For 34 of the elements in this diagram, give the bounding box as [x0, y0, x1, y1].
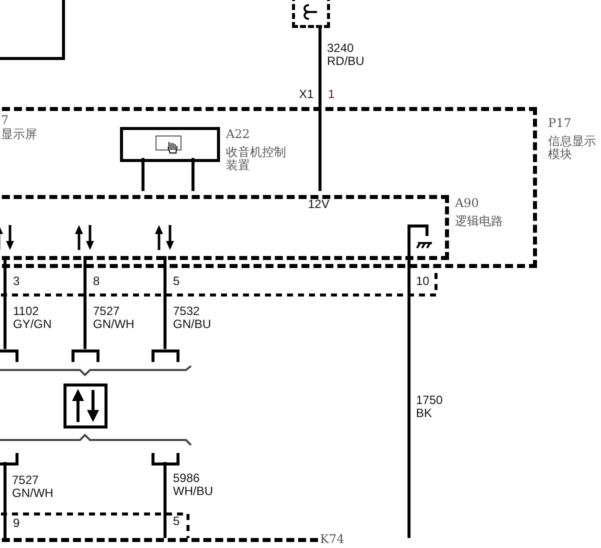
component-id: A90 — [455, 197, 479, 210]
wire-label: 5986 WH/BU — [173, 472, 214, 498]
wire — [192, 158, 194, 191]
wire-label: 1750 BK — [416, 394, 444, 420]
wire — [164, 256, 166, 349]
fuse-box — [292, 0, 330, 28]
pin-number: 9 — [13, 517, 20, 529]
pin-number: 10 — [416, 275, 430, 287]
component-name: 显示屏 — [1, 128, 37, 141]
component-name: 收音机控制装置 — [226, 146, 287, 172]
wire-label: 7527 GN/WH — [93, 305, 136, 331]
component-box — [0, 0, 65, 60]
component-name: 逻辑电路 — [455, 215, 504, 228]
wire-label: 3240 RD/BU — [327, 42, 366, 68]
pin-number: 1 — [328, 88, 335, 100]
wire-label: 7532 GN/BU — [173, 305, 212, 331]
wire — [4, 462, 6, 538]
wire-label: 1102 GY/GN — [13, 305, 53, 331]
component-id: K74 — [320, 533, 344, 546]
component-id: A22 — [226, 128, 250, 141]
wire-label: 7527 GN/WH — [12, 474, 54, 500]
pin-number: 3 — [13, 275, 20, 287]
wire — [84, 256, 86, 349]
pin-number: 8 — [93, 275, 100, 287]
component-id: P17 — [548, 117, 572, 130]
wire — [318, 28, 322, 191]
pin-number: 5 — [173, 515, 180, 527]
voltage-label: 12V — [308, 198, 330, 210]
wire — [142, 158, 144, 191]
connector-id: X1 — [299, 88, 314, 100]
component-id: 7 — [1, 114, 9, 127]
wire — [164, 462, 166, 538]
pin-number: 5 — [173, 275, 180, 287]
component-name: 信息显示模块 — [548, 135, 597, 161]
